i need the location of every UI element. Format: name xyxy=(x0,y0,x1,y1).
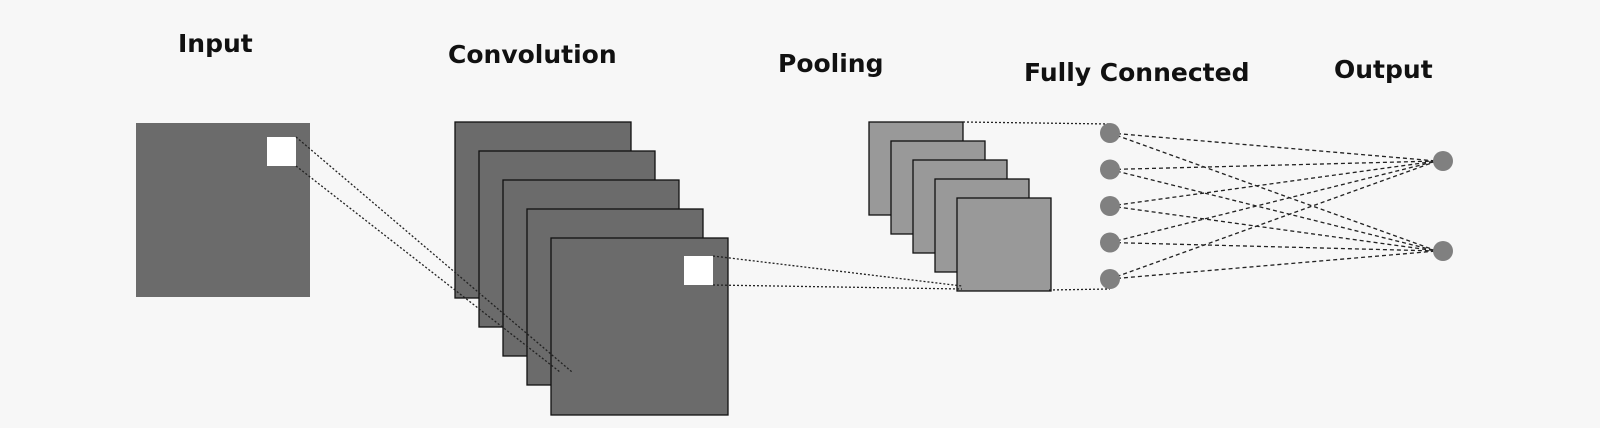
convolution-kernel xyxy=(684,256,713,285)
fc-node-2 xyxy=(1100,159,1120,180)
link-conv-to-pool-top xyxy=(712,255,963,287)
link-input-to-conv-top xyxy=(295,136,573,373)
input-kernel xyxy=(267,137,296,166)
fully-connected-stage xyxy=(1100,123,1120,289)
link-fc4-to-out1 xyxy=(1109,160,1438,244)
fc-node-5 xyxy=(1100,269,1120,289)
fc-node-1 xyxy=(1100,123,1120,143)
connection-lines xyxy=(295,121,1438,373)
link-fc3-to-out2 xyxy=(1109,205,1438,252)
link-pool-to-fc-top xyxy=(962,121,1111,125)
input-label: Input xyxy=(178,29,253,58)
link-fc4-to-out2 xyxy=(1109,241,1438,252)
link-fc1-to-out1 xyxy=(1109,132,1438,162)
convolution-label: Convolution xyxy=(448,40,617,69)
output-node-1 xyxy=(1433,151,1453,171)
link-pool-to-fc-bottom xyxy=(1048,288,1111,291)
link-conv-to-pool-bottom xyxy=(712,284,963,290)
output-node-2 xyxy=(1433,241,1453,261)
fully-connected-label: Fully Connected xyxy=(1024,58,1250,87)
link-fc5-to-out2 xyxy=(1109,250,1438,280)
pooling-stage xyxy=(868,121,1052,292)
input-stage xyxy=(136,123,310,297)
convolution-stage xyxy=(454,121,729,416)
link-fc1-to-out2 xyxy=(1109,132,1438,252)
output-stage xyxy=(1433,151,1453,261)
link-fc3-to-out1 xyxy=(1109,160,1438,207)
fc-node-4 xyxy=(1100,232,1120,253)
link-fc2-to-out1 xyxy=(1109,160,1438,171)
link-fc2-to-out2 xyxy=(1109,168,1438,252)
pooling-map-5 xyxy=(956,197,1052,292)
fc-node-3 xyxy=(1100,196,1120,216)
pooling-label: Pooling xyxy=(778,49,884,78)
output-label: Output xyxy=(1334,55,1433,84)
link-fc5-to-out1 xyxy=(1109,160,1438,280)
